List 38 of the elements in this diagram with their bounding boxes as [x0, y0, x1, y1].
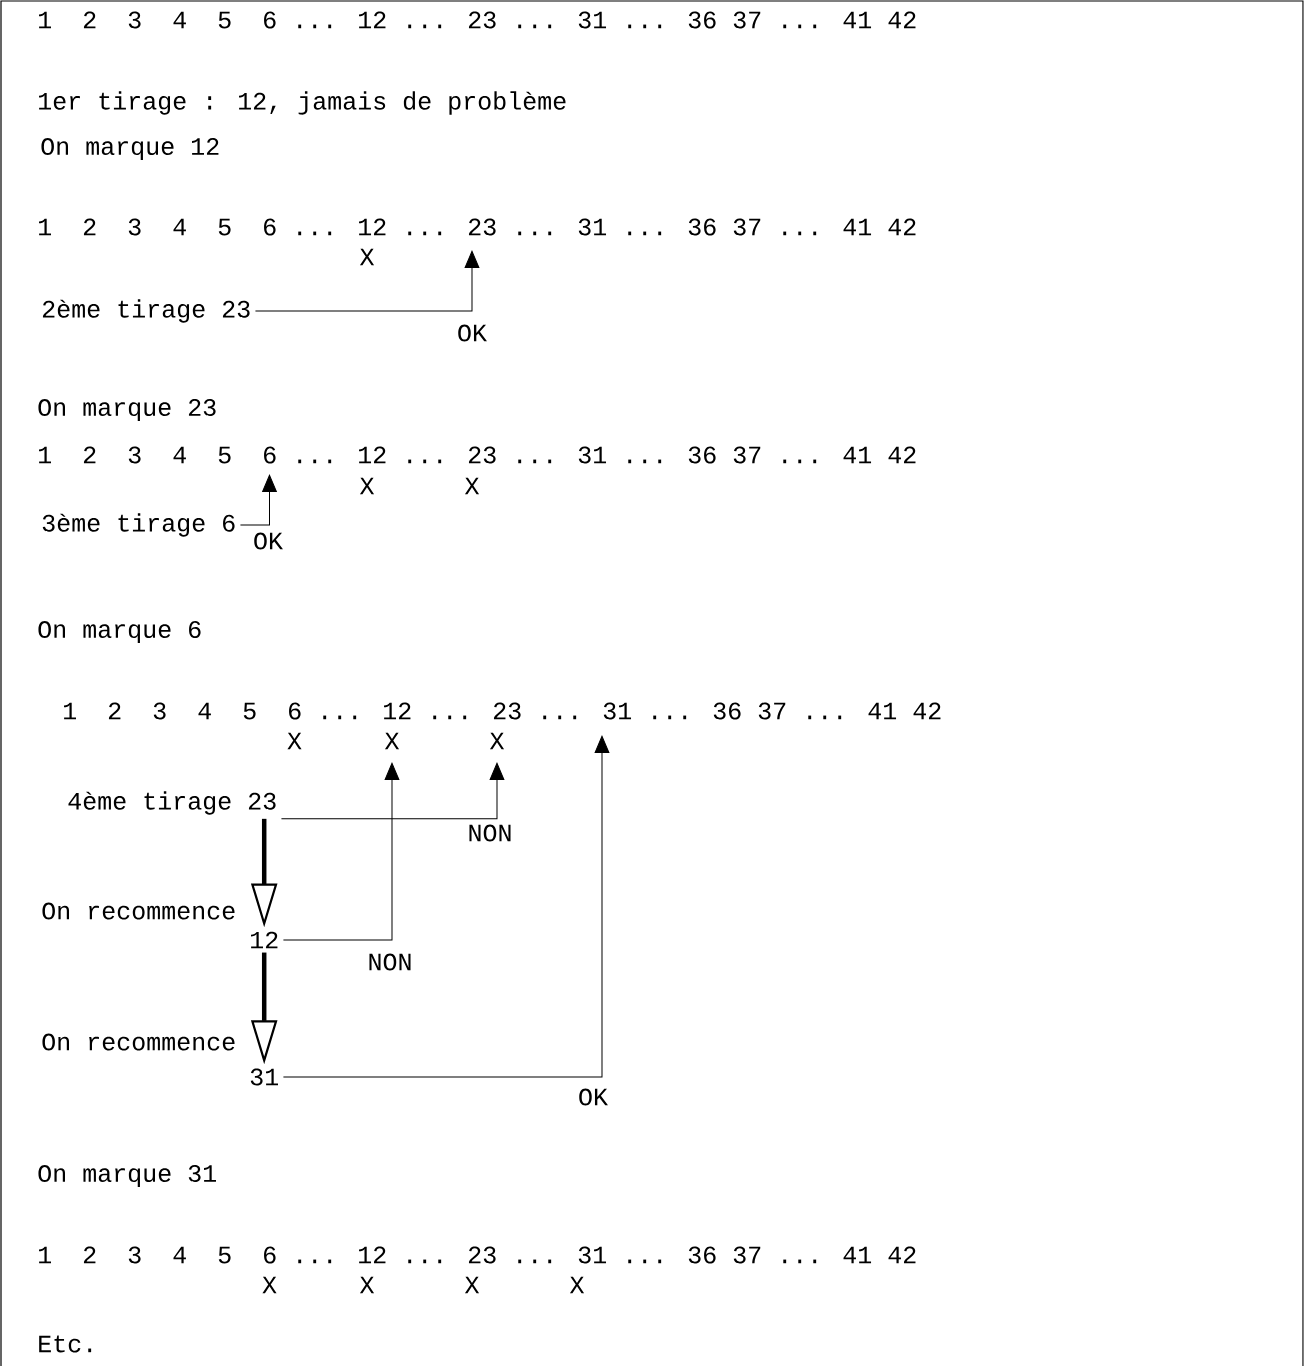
cross-mark: X	[464, 477, 480, 495]
note-text: On marque 6	[38, 621, 201, 643]
note-text: On marque 12	[41, 138, 219, 160]
edge-label: On recommence	[42, 902, 235, 920]
edge-label: NON	[369, 953, 411, 971]
cross-mark: X	[384, 732, 400, 750]
number-row: 1 2 3 4 5 6 ... 12 ... 23 ... 31 ... 36 37 ... 41 42	[39, 218, 916, 236]
cross-mark: X	[489, 732, 505, 750]
note-text: 1er tirage : 12, jamais de problème	[39, 91, 566, 115]
cross-mark: X	[359, 1276, 375, 1294]
step-text: 2ème tirage 23	[42, 299, 250, 323]
arrow	[239, 474, 277, 526]
step-text: 3ème tirage 6	[42, 513, 235, 537]
number-row: 1 2 3 4 5 6 ... 12 ... 23 ... 31 ... 36 37 ... 41 42	[39, 1246, 916, 1264]
number-text: 31	[250, 1068, 278, 1086]
arrow	[282, 762, 400, 941]
arrow	[280, 762, 505, 820]
cross-mark: X	[262, 1276, 277, 1294]
edge-label: NON	[469, 824, 511, 842]
number-text: 12	[251, 931, 278, 949]
edge-label: OK	[579, 1088, 608, 1106]
number-row: 1 2 3 4 5 6 ... 12 ... 23 ... 31 ... 36 37 ... 41 42	[39, 11, 916, 29]
number-row: 1 2 3 4 5 6 ... 12 ... 23 ... 31 ... 36 37 ... 41 42	[64, 702, 941, 720]
edge-label: On recommence	[42, 1033, 235, 1051]
step-text: 4ème tirage 23	[68, 791, 276, 815]
note-text: On marque 31	[38, 1165, 216, 1187]
number-row: 1 2 3 4 5 6 ... 12 ... 23 ... 31 ... 36 37 ... 41 42	[39, 446, 916, 464]
arrow	[254, 250, 480, 312]
cross-mark: X	[464, 1276, 480, 1294]
edge-label: OK	[458, 324, 487, 342]
note-text: On marque 23	[38, 399, 216, 421]
cross-mark: X	[569, 1276, 585, 1294]
cross-mark: X	[359, 248, 375, 266]
cross-mark: X	[359, 477, 375, 495]
cross-mark: X	[287, 732, 302, 750]
note-text: Etc.	[39, 1335, 92, 1353]
edge-label: OK	[254, 532, 283, 550]
arrow	[282, 735, 610, 1078]
